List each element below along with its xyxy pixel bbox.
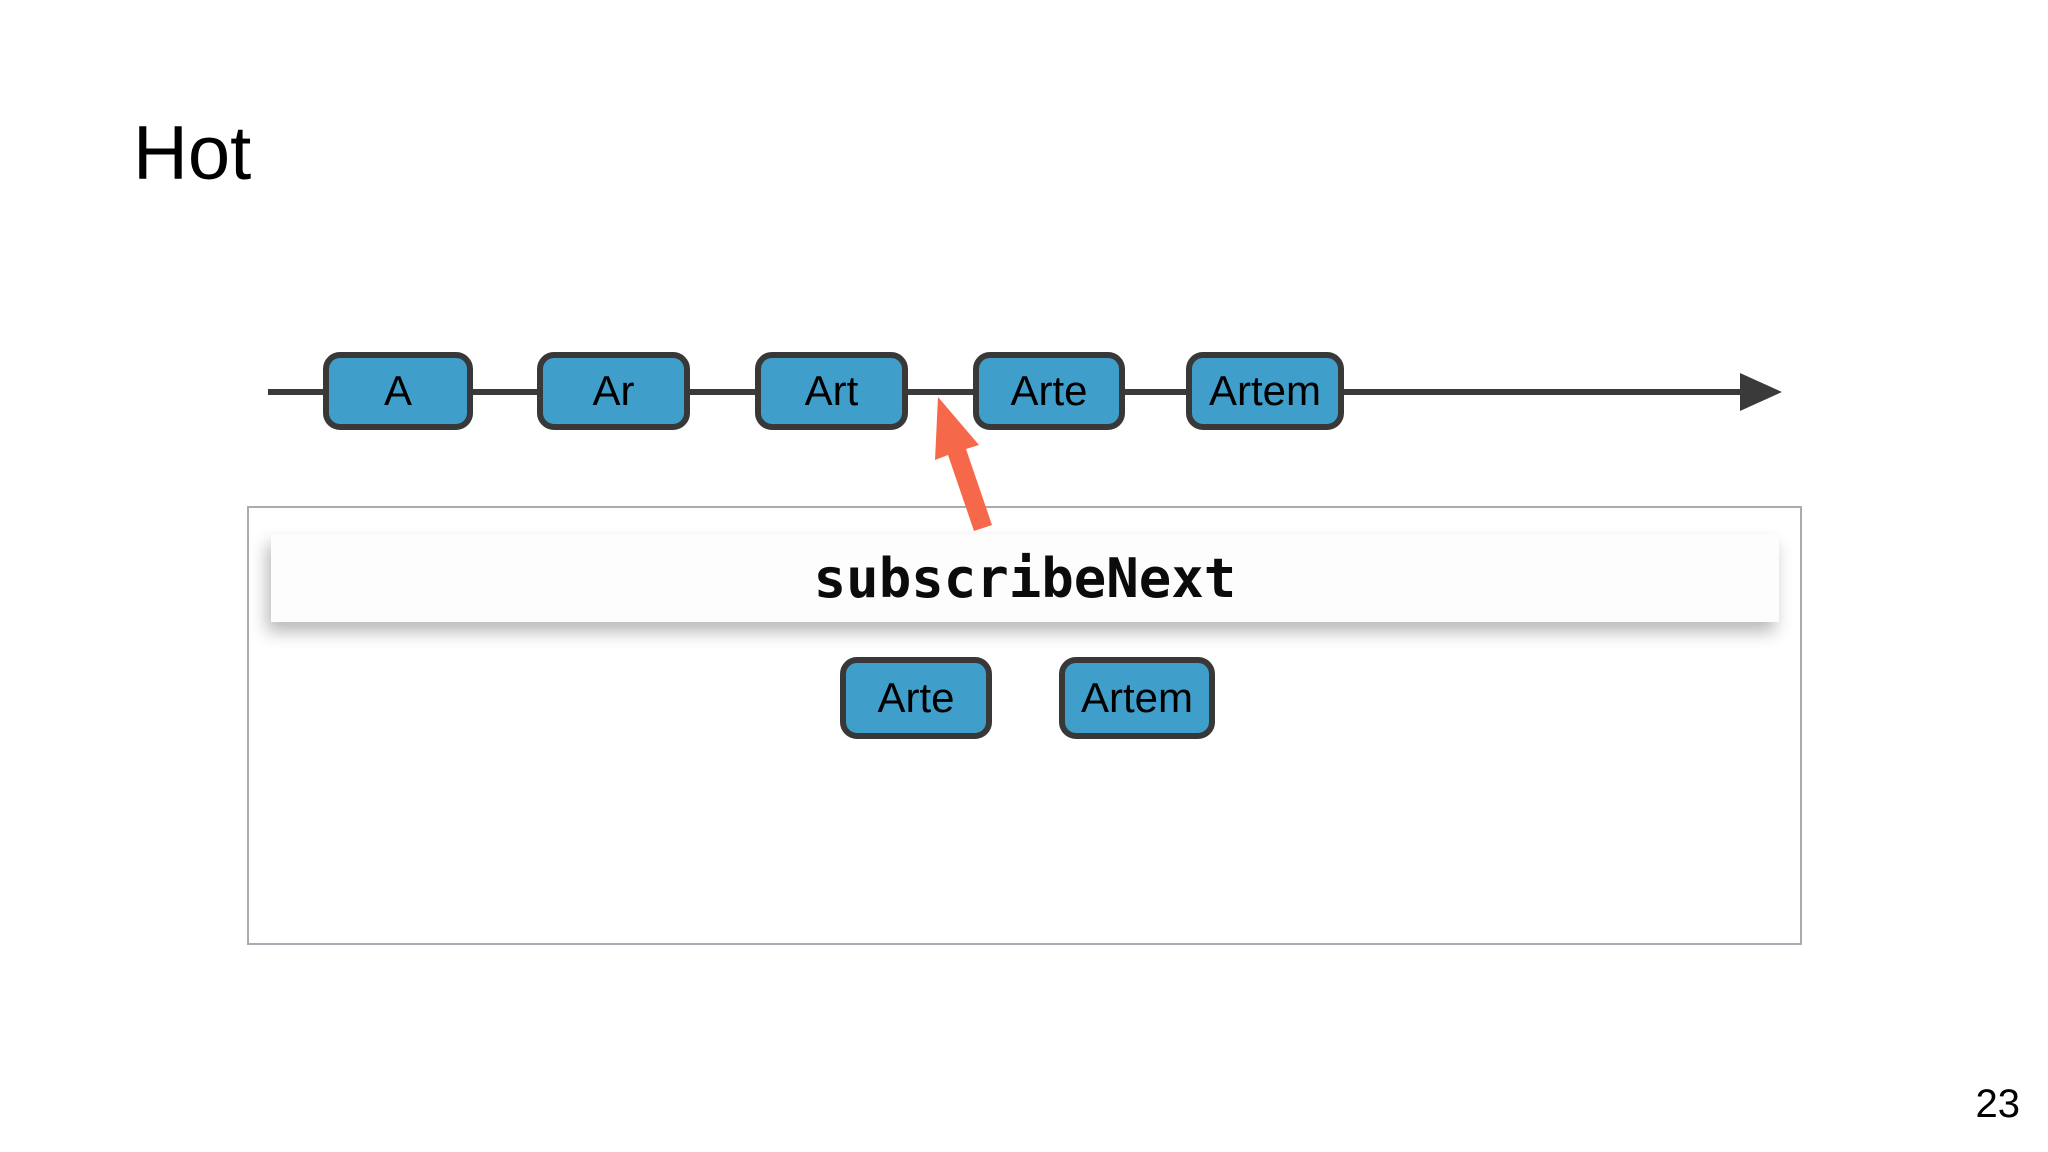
timeline-event-ar: Ar	[537, 352, 690, 430]
timeline-event-artem: Artem	[1186, 352, 1344, 430]
operator-bar: subscribeNext	[271, 534, 1779, 622]
timeline-event-art: Art	[755, 352, 908, 430]
operator-name: subscribeNext	[813, 546, 1237, 610]
timeline-arrowhead-icon	[1740, 373, 1782, 411]
subscriber-panel: subscribeNext Arte Artem	[247, 506, 1802, 945]
page-number: 23	[1975, 1082, 2021, 1126]
output-event-artem: Artem	[1059, 657, 1215, 739]
slide-title: Hot	[133, 111, 252, 196]
timeline-event-a: A	[323, 352, 473, 430]
output-event-arte: Arte	[840, 657, 992, 739]
timeline-event-arte: Arte	[973, 352, 1125, 430]
